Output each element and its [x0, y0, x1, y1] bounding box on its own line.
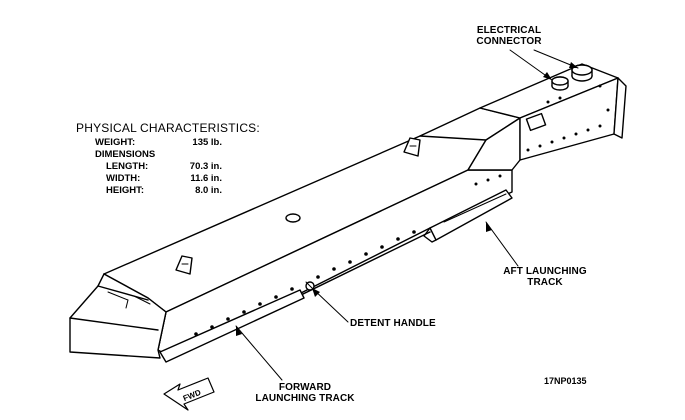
width-label: WIDTH: [106, 173, 141, 184]
hoist-fitting-front [175, 255, 193, 275]
aft-track-line-1: AFT LAUNCHING [503, 266, 587, 277]
electrical-connector-line-1: ELECTRICAL [476, 25, 542, 36]
forward-launching-track-callout: FORWARD LAUNCHING TRACK [240, 382, 370, 404]
access-panel [525, 112, 547, 132]
aft-track-line-2: TRACK [527, 277, 563, 288]
nose-fairing [69, 273, 167, 359]
weight-label: WEIGHT: [95, 137, 136, 148]
aft-launching-track-callout: AFT LAUNCHING TRACK [490, 266, 600, 288]
fwd-arrow-shape [163, 377, 215, 411]
forward-launching-track [159, 289, 305, 363]
height-label: HEIGHT: [106, 185, 144, 196]
electrical-connectors [551, 64, 593, 91]
height-value: 8.0 in. [195, 185, 222, 196]
forward-track-line-2: LAUNCHING TRACK [255, 393, 355, 404]
width-value: 11.6 in. [190, 173, 222, 184]
length-label: LENGTH: [106, 161, 149, 172]
aft-end-face [613, 77, 627, 139]
dimensions-label: DIMENSIONS [95, 149, 156, 160]
forward-track-line-1: FORWARD [278, 382, 332, 393]
side-rivets [194, 84, 610, 336]
length-value: 70.3 in. [189, 161, 222, 172]
figure-number: 17NP0135 [544, 376, 587, 386]
electrical-connector-line-2: CONNECTOR [476, 36, 542, 47]
weight-value: 135 lb. [192, 137, 222, 148]
rear-housing-side [467, 117, 521, 171]
center-fastener [285, 213, 301, 223]
hoist-fitting-rear [403, 137, 421, 157]
electrical-connector-callout: ELECTRICAL CONNECTOR [454, 25, 564, 47]
aft-launching-track [429, 189, 513, 241]
physical-characteristics-title: PHYSICAL CHARACTERISTICS: [76, 121, 260, 135]
detent-handle-callout: DETENT HANDLE [350, 318, 436, 329]
